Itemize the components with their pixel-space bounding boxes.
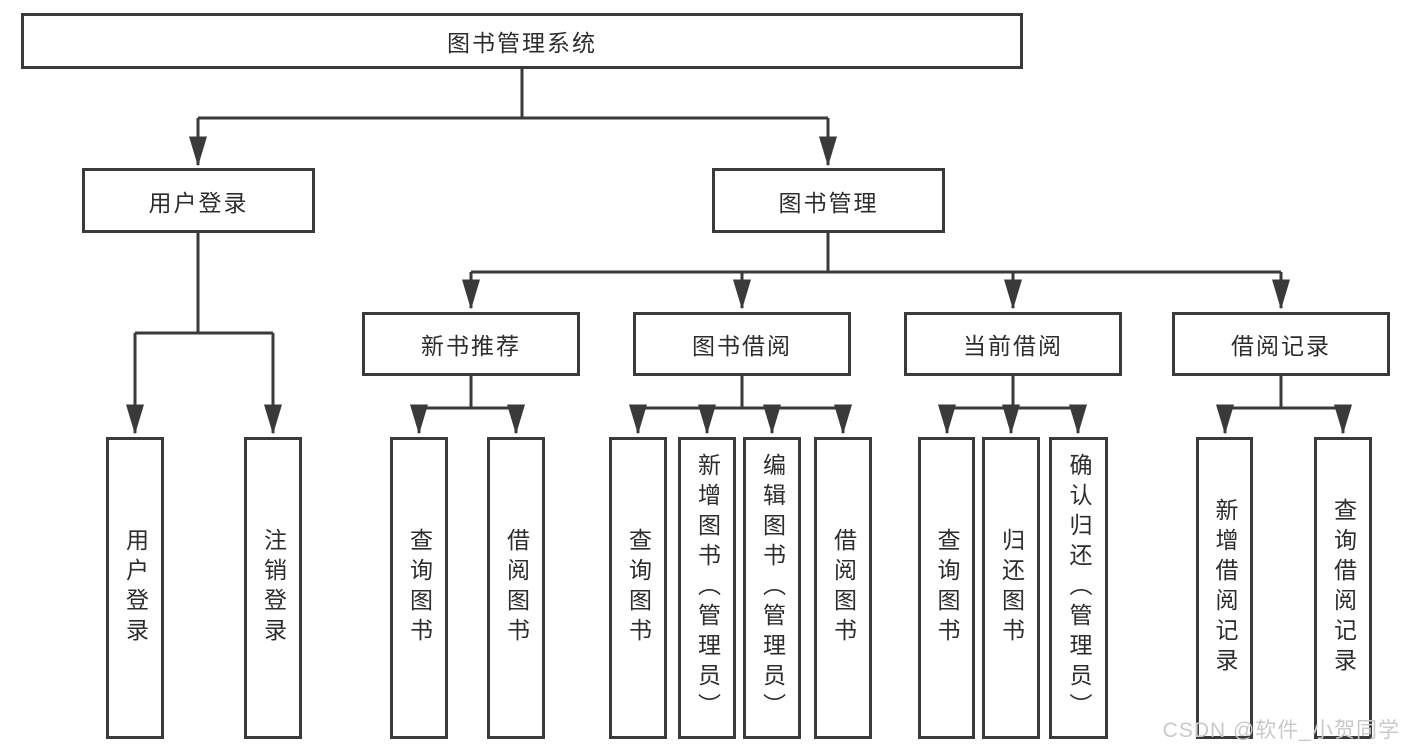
node-book-borrowing: 图书借阅 bbox=[633, 312, 851, 376]
node-label: 新书推荐 bbox=[421, 333, 521, 359]
leaf-query-books-borrowing: 查询图书 bbox=[609, 437, 667, 739]
node-label: 图书借阅 bbox=[692, 333, 792, 359]
csdn-watermark: CSDN @软件_小贺同学 bbox=[1162, 719, 1400, 742]
leaf-borrow-books-newbook: 借阅图书 bbox=[487, 437, 545, 739]
connector-current-borrowing-fork bbox=[947, 376, 1078, 410]
leaf-label: 用户登录 bbox=[122, 528, 149, 648]
leaf-edit-books-admin: 编辑图书（管理员） bbox=[743, 437, 801, 739]
leaf-logout-login: 注销登录 bbox=[244, 437, 302, 739]
leaf-label: 查询借阅记录 bbox=[1330, 498, 1357, 678]
leaf-add-borrow-record: 新增借阅记录 bbox=[1196, 437, 1253, 739]
leaf-label: 借阅图书 bbox=[830, 528, 857, 648]
node-new-book-recommend: 新书推荐 bbox=[362, 312, 580, 376]
leaf-label: 查询图书 bbox=[406, 528, 433, 648]
leaf-query-books-current: 查询图书 bbox=[918, 437, 975, 739]
leaf-user-login: 用户登录 bbox=[106, 437, 164, 739]
node-borrowing-records: 借阅记录 bbox=[1172, 312, 1390, 376]
leaf-borrow-books: 借阅图书 bbox=[814, 437, 872, 739]
leaf-label: 查询图书 bbox=[625, 528, 652, 648]
node-label: 用户登录 bbox=[148, 189, 249, 216]
connector-root-fork bbox=[198, 69, 828, 120]
leaf-label: 新增图书（管理员） bbox=[694, 453, 721, 723]
node-label: 图书管理 bbox=[778, 189, 879, 216]
leaf-return-books: 归还图书 bbox=[982, 437, 1040, 739]
leaf-label: 查询图书 bbox=[934, 528, 960, 648]
connector-user-login-fork bbox=[135, 233, 273, 335]
leaf-query-borrow-record: 查询借阅记录 bbox=[1314, 437, 1372, 739]
leaf-label: 注销登录 bbox=[260, 528, 287, 648]
node-label: 当前借阅 bbox=[963, 333, 1063, 359]
connector-borrowing-records-fork bbox=[1225, 376, 1343, 410]
leaf-confirm-return-admin: 确认归还（管理员） bbox=[1049, 437, 1108, 739]
leaf-label: 新增借阅记录 bbox=[1212, 498, 1238, 678]
connector-book-management-fork bbox=[471, 233, 1281, 274]
leaf-label: 归还图书 bbox=[998, 528, 1025, 648]
node-label: 图书管理系统 bbox=[447, 30, 597, 56]
leaf-label: 编辑图书（管理员） bbox=[759, 453, 786, 723]
leaf-add-books-admin: 新增图书（管理员） bbox=[678, 437, 736, 739]
node-library-management-system: 图书管理系统 bbox=[21, 13, 1023, 69]
connector-new-book-fork bbox=[419, 376, 516, 410]
node-book-management: 图书管理 bbox=[712, 168, 945, 233]
leaf-query-books-newbook: 查询图书 bbox=[390, 437, 448, 739]
node-label: 借阅记录 bbox=[1231, 333, 1331, 359]
connector-book-borrowing-fork bbox=[638, 376, 843, 410]
node-user-login: 用户登录 bbox=[82, 168, 315, 233]
leaf-label: 借阅图书 bbox=[503, 528, 530, 648]
node-current-borrowing: 当前借阅 bbox=[904, 312, 1122, 376]
leaf-label: 确认归还（管理员） bbox=[1066, 453, 1092, 723]
